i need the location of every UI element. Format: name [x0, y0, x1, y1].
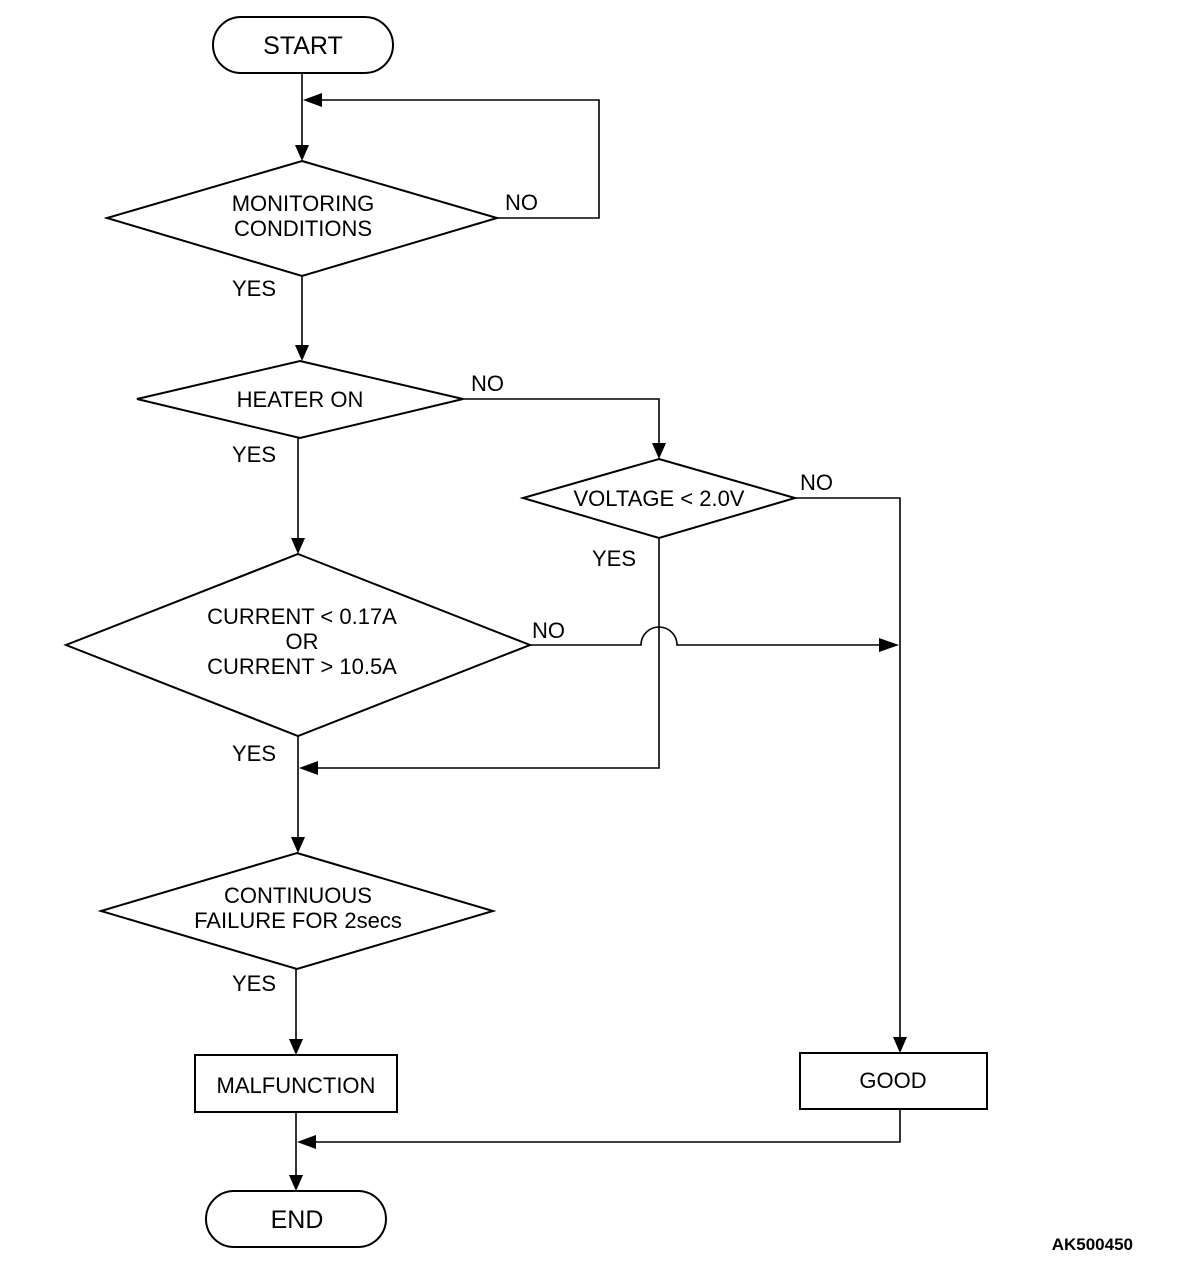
arrowhead-end: [289, 1175, 303, 1191]
end-label: END: [271, 1206, 324, 1234]
connector-good-end: [316, 1109, 901, 1143]
continuous-yes-label: YES: [232, 971, 276, 996]
arrowhead-good-merge: [297, 1135, 316, 1149]
connector-heater-no-voltage: [463, 398, 660, 446]
current-label-line3: CURRENT > 10.5A: [207, 654, 397, 679]
connector-voltage-no-good: [795, 497, 901, 1040]
monitoring-no-label: NO: [505, 190, 538, 215]
heater-yes-label: YES: [232, 442, 276, 467]
arrowhead-current-continuous: [291, 837, 305, 853]
continuous-label-line1: CONTINUOUS: [224, 883, 372, 908]
malfunction-label: MALFUNCTION: [217, 1073, 376, 1098]
start-label: START: [263, 32, 343, 60]
arrowhead-malfunction: [289, 1039, 303, 1055]
continuous-failure-decision: [97, 851, 497, 971]
arrowhead-monitoring-loop: [303, 93, 322, 107]
end-terminal: [205, 1190, 387, 1248]
voltage-no-label: NO: [800, 470, 833, 495]
heater-no-label: NO: [471, 371, 504, 396]
good-box: [799, 1052, 988, 1110]
voltage-label: VOLTAGE < 2.0V: [574, 486, 745, 511]
connector-monitoring-no-loop: [320, 99, 600, 219]
arrowhead-heater-voltage: [652, 443, 666, 459]
arrowhead-good: [893, 1037, 907, 1053]
malfunction-box: [194, 1054, 398, 1113]
voltage-yes-label: YES: [592, 546, 636, 571]
figure-code: AK500450: [1052, 1235, 1133, 1254]
connector-current-no-good: [530, 626, 882, 646]
connector-voltage-yes-merge: [318, 538, 660, 769]
current-label-line1: CURRENT < 0.17A: [207, 604, 397, 629]
continuous-label-line2: FAILURE FOR 2secs: [194, 908, 402, 933]
monitoring-label-line2: CONDITIONS: [234, 216, 372, 241]
heater-on-decision: [136, 359, 464, 440]
arrowhead-voltage-merge: [299, 761, 318, 775]
arrowhead-heater-current: [291, 538, 305, 554]
current-label-line2: OR: [286, 629, 319, 654]
arrowhead-start-monitoring: [295, 145, 309, 161]
current-no-label: NO: [532, 618, 565, 643]
good-label: GOOD: [859, 1068, 926, 1093]
arrowhead-current-no: [879, 638, 899, 652]
monitoring-yes-label: YES: [232, 276, 276, 301]
heater-on-label: HEATER ON: [237, 387, 364, 412]
monitoring-label-line1: MONITORING: [232, 191, 375, 216]
current-yes-label: YES: [232, 741, 276, 766]
arrowhead-monitoring-heater: [295, 345, 309, 361]
start-terminal: [212, 16, 394, 74]
